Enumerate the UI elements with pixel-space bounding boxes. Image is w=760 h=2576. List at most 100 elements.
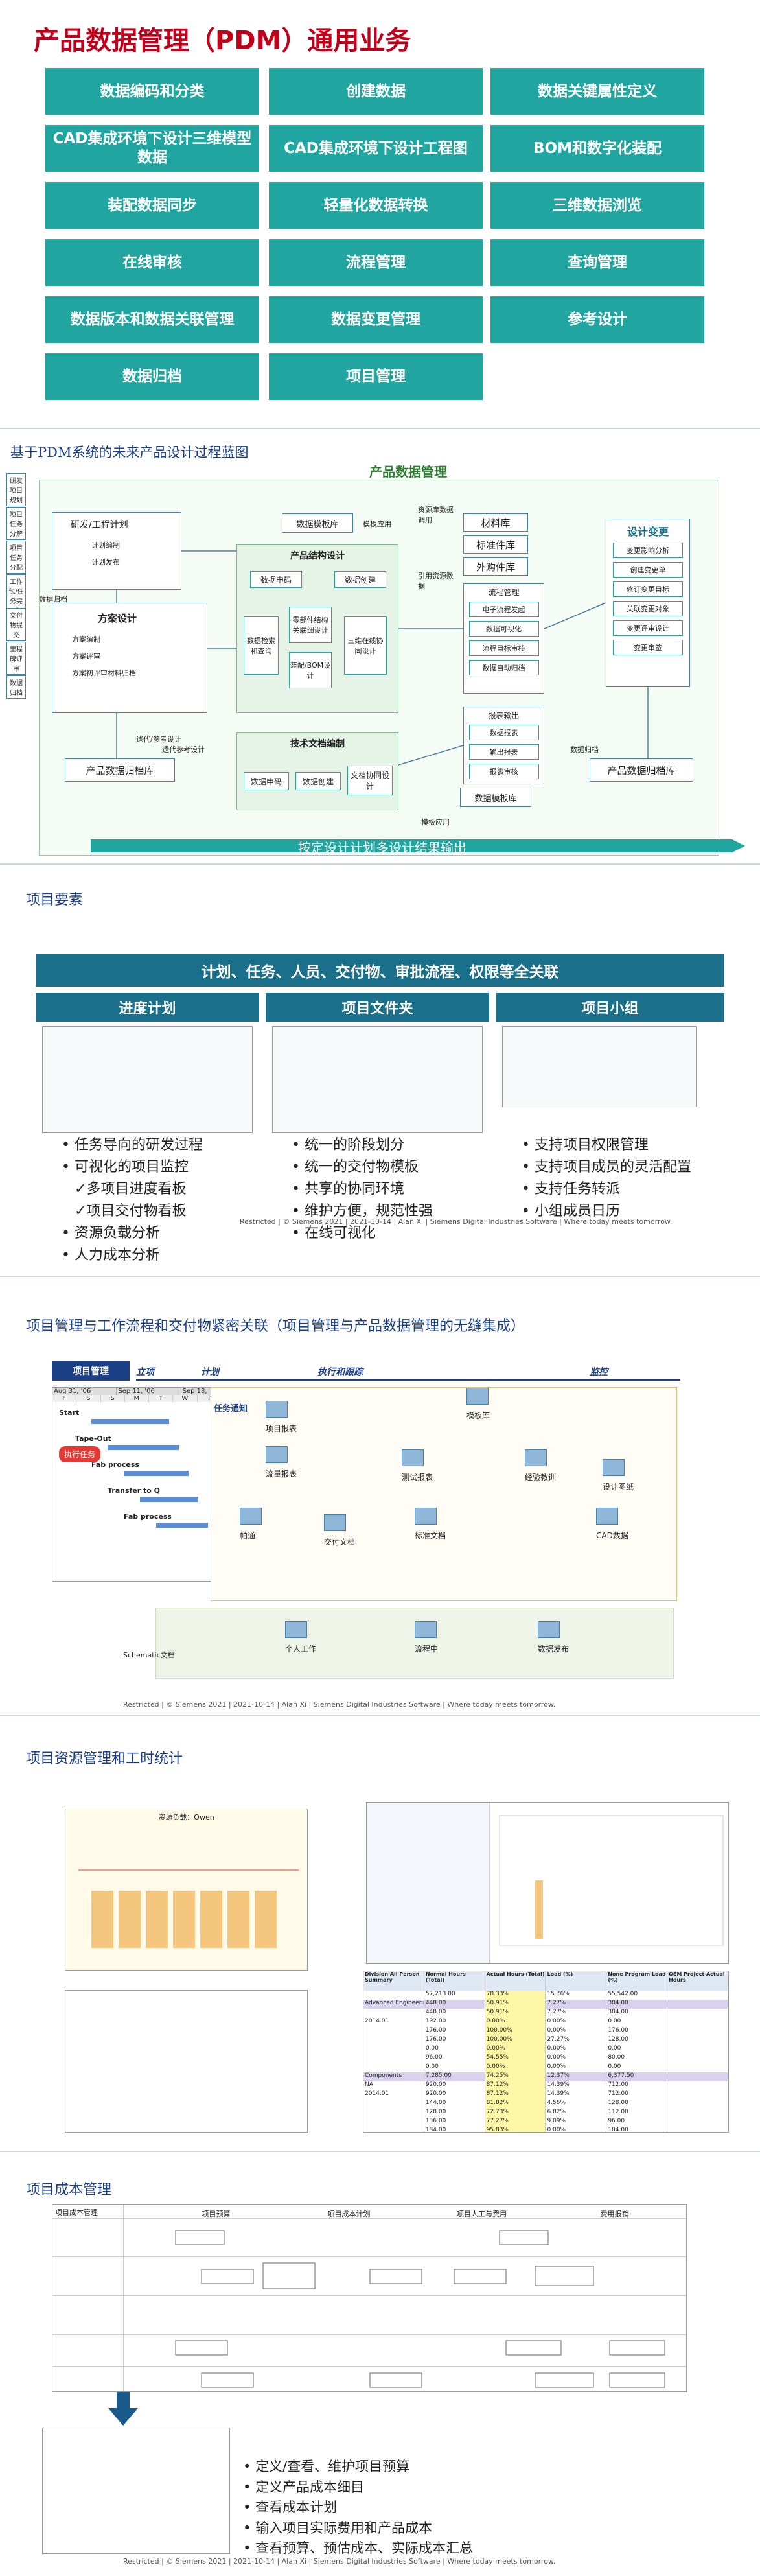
business-button[interactable]: 数据关键属性定义 [490,68,704,115]
data-template-box-2: 数据模板库 [460,788,531,807]
table-cell: 0.00 [606,2018,668,2027]
gantt-row-label: Fab process [124,1512,172,1521]
table-cell [667,2100,728,2109]
panel-bullet: 人力成本分析 [62,1245,203,1267]
material-lib: 材料库 [463,513,528,532]
pdm-label: 产品数据管理 [369,464,447,480]
table-header-cell: Normal Hours (Total) [424,1971,485,1991]
divider [0,863,760,865]
table-cell [667,2072,728,2081]
business-button[interactable]: 数据版本和数据关联管理 [45,296,259,343]
cost-phase: 项目预算 [202,2210,231,2218]
report-items-item: 输出报表 [468,744,539,760]
cost-flow-diagram: 项目成本管理 项目预算项目成本计划项目人工与费用费用报销 [52,2204,687,2392]
table-cell [667,2054,728,2063]
panel-title: 项目文件夹 [266,993,489,1022]
gantt-day: S [101,1395,125,1402]
workflow-icon [285,1621,307,1638]
table-cell [667,2045,728,2054]
table-cell: 7.27% [546,2009,607,2018]
cost-bullet: 定义/查看、维护项目预算 [243,2457,473,2477]
resource-bar-chart [78,1869,299,1948]
panel-bullet: 支持项目权限管理 [522,1134,691,1156]
gantt-day: S [76,1395,101,1402]
scheme-doc: Schematic文档 [123,1651,175,1659]
table-cell: 54.55% [485,2054,546,2063]
business-button[interactable]: CAD集成环境下设计三维模型数据 [45,125,259,172]
table-cell [363,2054,424,2063]
business-button[interactable]: 创建数据 [269,68,483,115]
cost-bullet: 定义产品成本细目 [243,2477,473,2498]
table-cell [667,2081,728,2090]
table-cell: 0.00 [424,2045,485,2054]
table-cell: 0.00% [485,2063,546,2072]
left-process-label: 项目任务分解 [6,507,26,540]
cost-bullet: 查看成本计划 [243,2498,473,2518]
pm-tab[interactable]: 项目管理 [52,1361,130,1381]
business-button[interactable]: 查询管理 [490,239,704,286]
table-cell: Advanced Engineering [363,2000,424,2009]
business-button[interactable]: CAD集成环境下设计工程图 [269,125,483,172]
table-cell [667,2063,728,2072]
table-cell: 0.00% [546,2063,607,2072]
table-cell: 78.33% [485,1991,546,2000]
down-arrow [108,2392,138,2426]
data-apply-box: 数据申码 [250,571,302,588]
table-cell: 96.00 [424,2054,485,2063]
table-cell: 87.12% [485,2081,546,2090]
table-cell: 100.00% [485,2036,546,2045]
table-cell [667,2027,728,2036]
business-button[interactable]: 项目管理 [269,353,483,400]
business-button[interactable]: 流程管理 [269,239,483,286]
table-cell: 55,542.00 [606,1991,668,2000]
table-cell: 128.00 [424,2109,485,2118]
table-cell: 0.00% [546,2027,607,2036]
business-button[interactable]: 三维数据浏览 [490,182,704,229]
cost-bullet: 查看预算、预估成本、实际成本汇总 [243,2538,473,2559]
table-cell: 14.39% [546,2081,607,2090]
gantt-day: F [52,1395,77,1402]
divider [0,1715,760,1716]
design-change-title: 设计变更 [627,526,669,538]
panel-bullet: 可视化的项目监控 [62,1156,203,1178]
resource-tree-window [366,1802,729,1964]
table-cell [667,2118,728,2127]
gantt-bar [108,1445,179,1450]
table-cell: 6.82% [546,2109,607,2118]
table-cell [363,2118,424,2127]
table-cell: 112.00 [606,2109,668,2118]
business-button[interactable]: 数据归档 [45,353,259,400]
business-button[interactable]: 参考设计 [490,296,704,343]
table-cell: 0.00% [546,2054,607,2063]
workflow-node-label: 交付文档 [324,1538,356,1547]
panel-screenshot [42,1026,253,1133]
business-button[interactable]: 装配数据同步 [45,182,259,229]
business-button[interactable]: BOM和数字化装配 [490,125,704,172]
business-button[interactable]: 数据变更管理 [269,296,483,343]
phase-label: 监控 [590,1367,608,1377]
business-button[interactable]: 在线审核 [45,239,259,286]
business-button[interactable]: 轻量化数据转换 [269,182,483,229]
process-mgmt-panel: 流程管理 电子流程发起数据可视化流程目标审核数据自动归档 [463,583,544,694]
left-process-label: 项目任务分配 [6,541,26,574]
cost-phase: 项目成本计划 [327,2210,371,2218]
phase-label: 立项 [136,1367,154,1377]
change-items-item: 变更评审设计 [613,620,683,636]
business-button[interactable]: 数据编码和分类 [45,68,259,115]
panel-bullet: 项目交付物看板 [62,1200,203,1223]
divider [0,2151,760,2152]
workflow-icon [525,1449,547,1466]
resource-bar [146,1891,168,1948]
phase-label: 执行和跟踪 [317,1367,363,1377]
left-process-label: 里程碑评审 [6,642,26,675]
workflow-icon [596,1508,618,1525]
process-items-item: 电子流程发起 [468,602,539,617]
task-exec-badge: 执行任务 [59,1446,101,1462]
gantt-bar [156,1523,208,1528]
scheme-box-title: 方案设计 [98,613,137,624]
workflow-icon [266,1446,288,1463]
